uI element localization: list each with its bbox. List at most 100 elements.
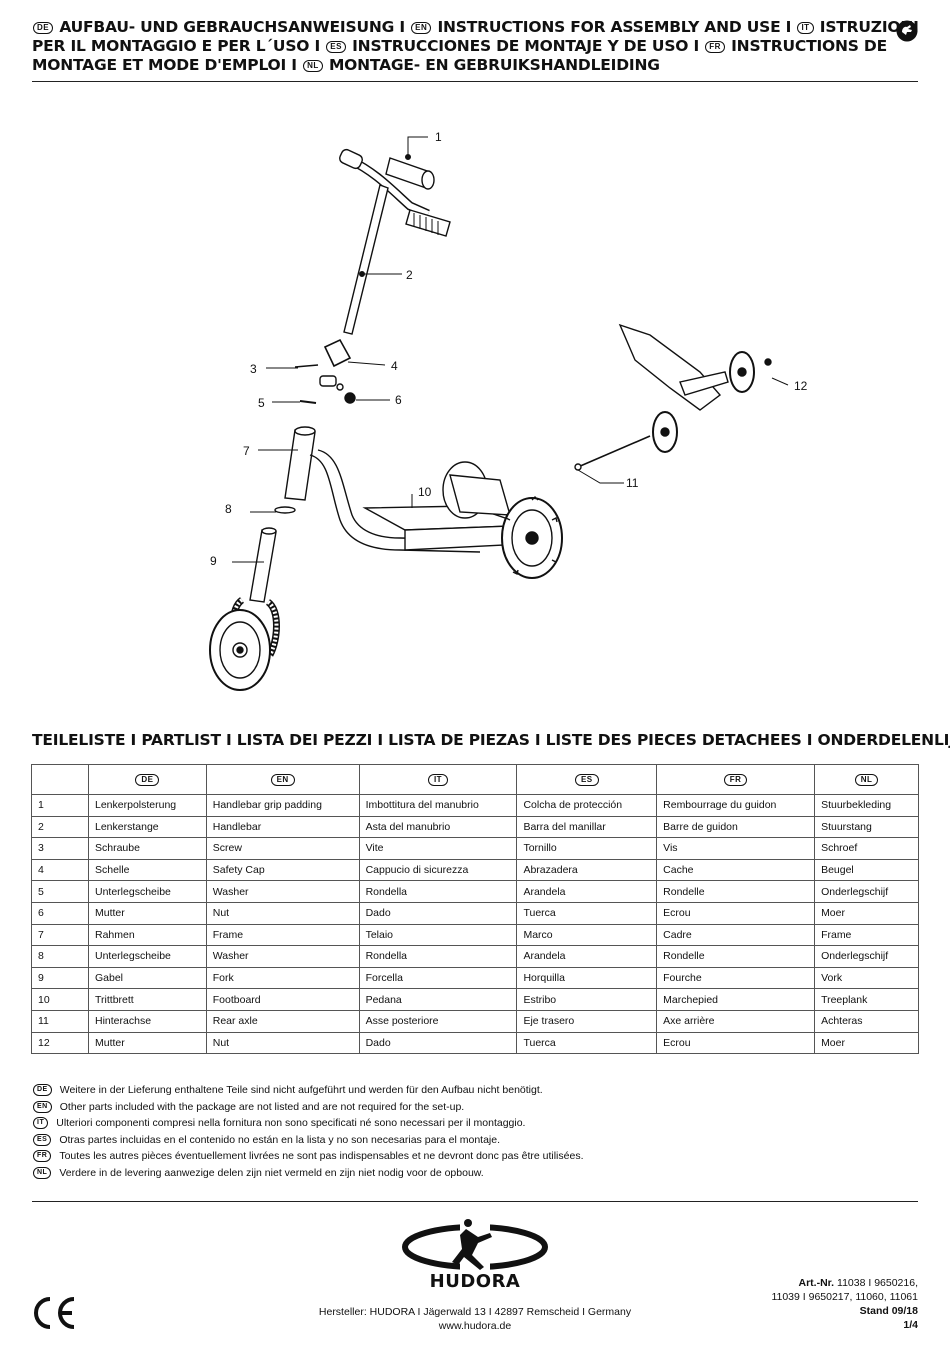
part-number-cell: 5 [31, 880, 89, 903]
part-name-cell: Fourche [656, 966, 816, 990]
rear-assembly [574, 323, 772, 471]
header-cell-es: ES [516, 764, 658, 795]
callout-labels: 1 2 3 4 5 6 7 8 9 10 11 12 [210, 130, 808, 568]
part-name-cell: Axe arrière [656, 1009, 816, 1033]
lang-badge: ES [574, 774, 599, 786]
lang-badge: EN [33, 1100, 52, 1113]
part-number-cell: 1 [31, 794, 89, 817]
header-title-es: INSTRUCCIONES DE MONTAJE Y DE USO I [352, 37, 700, 55]
part-name-cell: Abrazadera [516, 858, 658, 882]
header-title-fr: INSTRUCTIONS DE [731, 37, 887, 55]
brand-name: HUDORA [429, 1271, 521, 1292]
part-number-cell: 10 [31, 988, 89, 1011]
part-name-cell: Nut [205, 901, 360, 925]
callout-3: 3 [250, 362, 257, 376]
part-number-cell: 9 [31, 966, 89, 990]
article-label: Art.-Nr. [798, 1277, 835, 1289]
part-name-cell: Rondella [358, 880, 518, 903]
part-name-cell: Rondelle [656, 880, 816, 903]
part-name-cell: Frame [814, 923, 919, 947]
part-name-cell: Vork [814, 966, 919, 990]
lang-badge: ES [33, 1133, 52, 1146]
callout-6: 6 [395, 393, 402, 407]
part-number-cell: 12 [31, 1031, 89, 1055]
part-name-cell: Onderlegschijf [814, 880, 919, 903]
part-name-cell: Pedana [358, 988, 518, 1011]
header-cell-de: DE [88, 764, 207, 795]
part-name-cell: Imbottitura del manubrio [358, 794, 518, 817]
part-name-cell: Rondelle [656, 945, 816, 968]
part-name-cell: Eje trasero [516, 1009, 658, 1033]
part-name-cell: Cadre [656, 923, 816, 947]
part-name-cell: Rear axle [205, 1009, 360, 1033]
lang-badge: FR [723, 774, 748, 786]
article-line-2: 11039 I 9650217, 11060, 11061 [771, 1291, 918, 1303]
part-name-cell: Trittbrett [88, 988, 207, 1011]
header-cell-number [31, 764, 89, 795]
part-name-cell: Forcella [358, 966, 518, 990]
hand-icon [896, 20, 918, 42]
part-name-cell: Stuurstang [814, 815, 919, 839]
header-cell-en: EN [205, 764, 360, 795]
part-number-cell: 6 [31, 901, 89, 925]
callout-2: 2 [406, 268, 413, 282]
part-name-cell: Ecrou [656, 1031, 816, 1055]
part-name-cell: Tuerca [516, 901, 658, 925]
part-name-cell: Washer [205, 945, 360, 968]
parts-table-header: DE EN IT ES FR NL [31, 764, 919, 795]
callout-12: 12 [794, 379, 808, 393]
lang-badge-es: ES [326, 41, 346, 53]
part-name-cell: Nut [205, 1031, 360, 1055]
part-name-cell: Schroef [814, 837, 919, 860]
header-line-3: MONTAGE ET MODE D'EMPLOI I NL MONTAGE- E… [32, 56, 922, 75]
header-cell-fr: FR [656, 764, 816, 795]
ce-mark-icon [34, 1297, 75, 1329]
part-name-cell: Cappucio di sicurezza [358, 858, 518, 882]
part-name-cell: Telaio [358, 923, 518, 947]
part-name-cell: Asse posteriore [358, 1009, 518, 1033]
lang-badge-it: IT [797, 22, 814, 34]
part-name-cell: Frame [205, 923, 360, 947]
part-name-cell: Estribo [516, 988, 658, 1011]
stand-date: Stand 09/18 [859, 1305, 918, 1317]
callout-5: 5 [258, 396, 265, 410]
header-title-it-cont: PER IL MONTAGGIO E PER L´USO I [32, 37, 321, 55]
header-title-it: ISTRUZIONI [819, 18, 919, 36]
part-name-cell: Vite [358, 837, 518, 860]
callout-7: 7 [243, 444, 250, 458]
lang-badge: NL [33, 1166, 52, 1179]
part-name-cell: Arandela [516, 880, 658, 903]
part-name-cell: Moer [814, 1031, 919, 1055]
part-name-cell: Washer [205, 880, 360, 903]
part-number-cell: 11 [31, 1009, 89, 1033]
part-name-cell: Vis [656, 837, 816, 860]
part-name-cell: Asta del manubrio [358, 815, 518, 839]
header-cell-nl: NL [814, 764, 919, 795]
fork-part [209, 506, 296, 691]
header-line-2: PER IL MONTAGGIO E PER L´USO I ES INSTRU… [32, 37, 922, 56]
part-name-cell: Horquilla [516, 966, 658, 990]
part-name-cell: Beugel [814, 858, 919, 882]
lang-badge: DE [33, 1084, 52, 1097]
part-name-cell: Colcha de protección [516, 794, 658, 817]
manufacturer-url[interactable]: www.hudora.de [438, 1320, 512, 1332]
footer-rule [32, 1201, 918, 1202]
article-info: Art.-Nr. 11038 I 9650216, 11039 I 965021… [771, 1276, 918, 1332]
lang-badge-fr: FR [705, 41, 725, 53]
part-name-cell: Marco [516, 923, 658, 947]
hudora-logo-icon [402, 1219, 548, 1271]
part-name-cell: Lenkerpolsterung [88, 794, 207, 817]
part-name-cell: Unterlegscheibe [88, 880, 207, 903]
document-header: DE AUFBAU- UND GEBRAUCHSANWEISUNG I EN I… [32, 18, 922, 75]
header-rule [32, 81, 918, 82]
part-name-cell: Mutter [88, 1031, 207, 1055]
header-title-nl: MONTAGE- EN GEBRUIKSHANDLEIDING [328, 56, 660, 74]
part-name-cell: Ecrou [656, 901, 816, 925]
